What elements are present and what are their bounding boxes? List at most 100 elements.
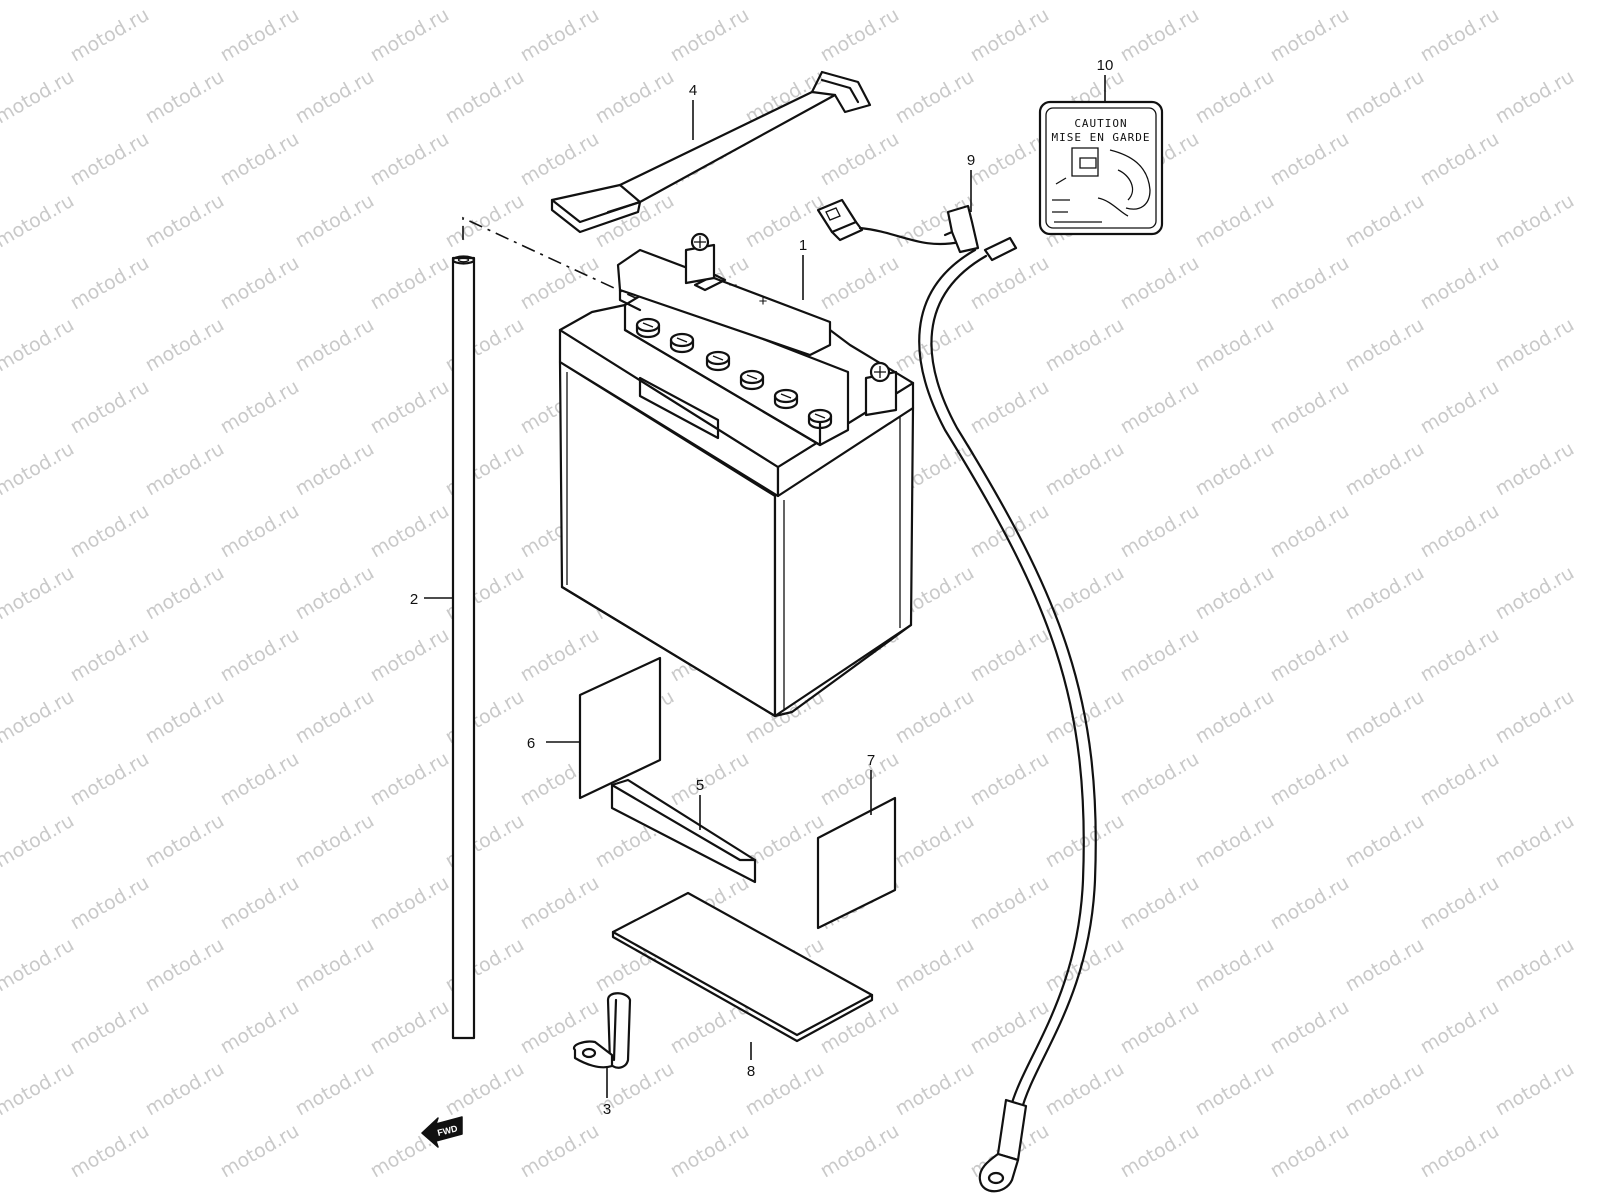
minus-mark: − [729,277,738,294]
watermark-text: motod.ru [517,1120,603,1183]
watermark-text: motod.ru [292,190,378,253]
watermark-text: motod.ru [892,66,978,129]
watermark-text: motod.ru [892,810,978,873]
watermark-text: motod.ru [292,66,378,129]
watermark-text: motod.ru [0,438,78,501]
watermark-text: motod.ru [1117,748,1203,811]
watermark-text: motod.ru [1192,810,1278,873]
watermark-text: motod.ru [142,934,228,997]
watermark-text: motod.ru [1492,562,1578,625]
watermark-text: motod.ru [142,686,228,749]
part-1-battery: − + [558,232,915,718]
watermark-text: motod.ru [1342,934,1428,997]
watermark-text: motod.ru [1192,314,1278,377]
watermark-text: motod.ru [142,1058,228,1121]
watermark-text: motod.ru [1417,872,1503,935]
watermark-text: motod.ru [292,314,378,377]
watermark-text: motod.ru [0,686,78,749]
watermark-text: motod.ru [67,128,153,191]
watermark-text: motod.ru [1042,1058,1128,1121]
watermark-text: motod.ru [1117,376,1203,439]
watermark-text: motod.ru [1492,190,1578,253]
watermark-text: motod.ru [1492,686,1578,749]
part-5-spacer [610,778,757,884]
watermark-text: motod.ru [1492,934,1578,997]
watermark-text: motod.ru [1417,500,1503,563]
watermark-text: motod.ru [67,252,153,315]
watermark-text: motod.ru [1192,190,1278,253]
watermark-text: motod.ru [67,996,153,1059]
watermark-text: motod.ru [1417,128,1503,191]
watermark-text: motod.ru [817,128,903,191]
watermark-text: motod.ru [1492,1058,1578,1121]
watermark-text: motod.ru [1417,624,1503,687]
watermark-text: motod.ru [1342,314,1428,377]
watermark-text: motod.ru [442,1058,528,1121]
part-7-spacer [816,796,897,930]
watermark-text: motod.ru [1342,438,1428,501]
watermark-text: motod.ru [217,252,303,315]
watermark-text: motod.ru [742,190,828,253]
callout-2: 2 [410,591,418,608]
watermark-text: motod.ru [217,624,303,687]
watermark-text: motod.ru [67,872,153,935]
watermark-text: motod.ru [442,66,528,129]
watermark-text: motod.ru [1417,252,1503,315]
watermark-text: motod.ru [592,66,678,129]
watermark-text: motod.ru [367,996,453,1059]
watermark-text: motod.ru [367,376,453,439]
watermark-text: motod.ru [217,872,303,935]
watermark-text: motod.ru [1342,810,1428,873]
watermark-text: motod.ru [67,500,153,563]
watermark-text: motod.ru [292,686,378,749]
watermark-text: motod.ru [0,314,78,377]
watermark-text: motod.ru [1117,872,1203,935]
watermark-text: motod.ru [517,872,603,935]
plus-mark: + [759,293,768,310]
watermark-text: motod.ru [217,4,303,67]
watermark-text: motod.ru [67,376,153,439]
part-8-base-pad [611,891,874,1043]
watermark-text: motod.ru [667,1120,753,1183]
callout-7: 7 [867,752,875,769]
watermark-text: motod.ru [217,1120,303,1183]
watermark-text: motod.ru [367,128,453,191]
watermark-text: motod.ru [1267,500,1353,563]
watermark-text: motod.ru [1342,1058,1428,1121]
watermark-text: motod.ru [142,66,228,129]
fwd-arrow-icon: FWD [421,1116,463,1148]
watermark-text: motod.ru [1342,686,1428,749]
callout-10: 10 [1097,57,1114,74]
part-6-spacer [578,656,662,800]
watermark-text: motod.ru [1192,438,1278,501]
watermark-text: motod.ru [892,686,978,749]
part-9-battery-cable [816,198,1097,1193]
watermark-text: motod.ru [67,748,153,811]
watermark-text: motod.ru [367,624,453,687]
watermark-text: motod.ru [1492,810,1578,873]
watermark-text: motod.ru [967,624,1053,687]
watermark-text: motod.ru [967,376,1053,439]
watermark-text: motod.ru [1117,1120,1203,1183]
part-3-guide-clamp [572,992,632,1069]
watermark-text: motod.ru [967,4,1053,67]
caution-subtitle: MISE EN GARDE [1051,131,1150,144]
watermark-text: motod.ru [1417,748,1503,811]
watermark-text: motod.ru [1492,314,1578,377]
callout-5: 5 [696,777,704,794]
watermark-text: motod.ru [1267,624,1353,687]
watermark-text: motod.ru [67,4,153,67]
watermark-text: motod.ru [892,934,978,997]
callout-8: 8 [747,1063,755,1080]
watermark-text: motod.ru [217,748,303,811]
watermark-text: motod.ru [0,1058,78,1121]
watermark-text: motod.ru [1492,66,1578,129]
watermark-text: motod.ru [367,252,453,315]
callout-3: 3 [603,1101,611,1118]
watermark-text: motod.ru [517,4,603,67]
watermark-text: motod.ru [1267,1120,1353,1183]
watermark-text: motod.ru [667,996,753,1059]
watermark-text: motod.ru [1192,1058,1278,1121]
watermark-text: motod.ru [1192,686,1278,749]
